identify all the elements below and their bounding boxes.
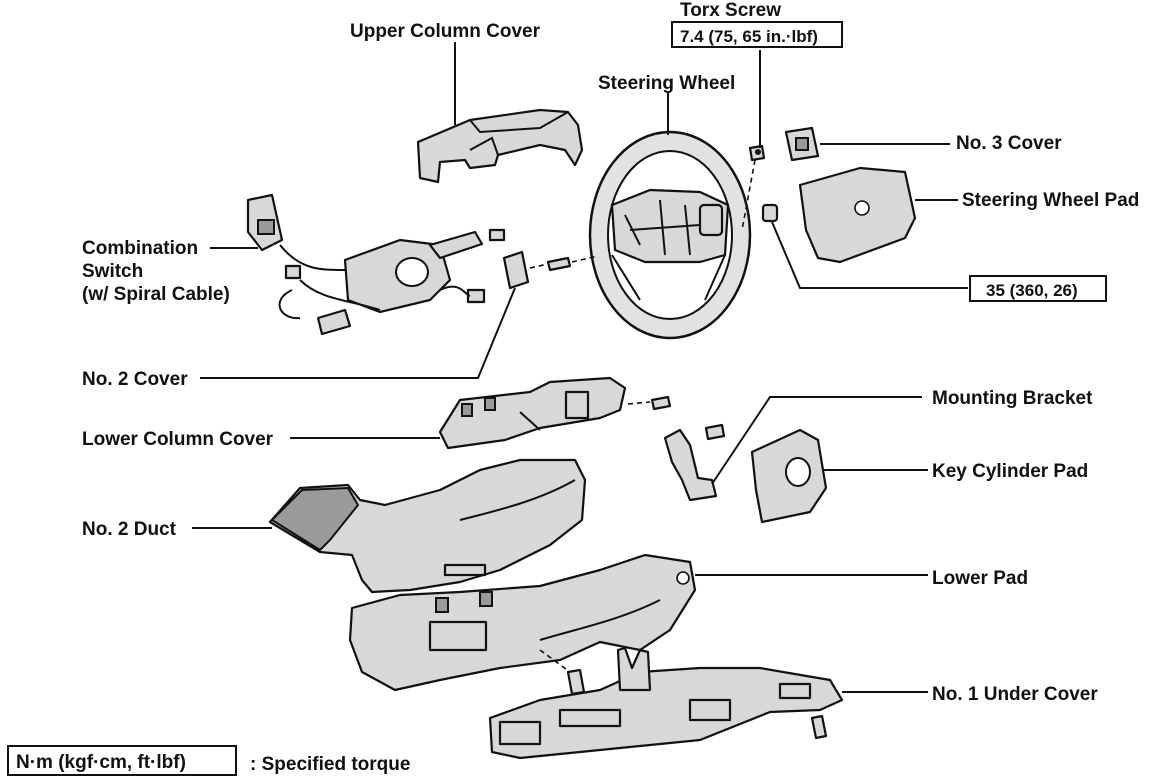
no1-under-cover-part	[488, 646, 844, 760]
mounting-bracket-part	[663, 428, 718, 502]
no2-cover-part	[502, 250, 530, 290]
no1-under-cover-label: No. 1 Under Cover	[932, 684, 1098, 705]
legend-units: N·m (kgf·cm, ft·lbf)	[16, 752, 186, 773]
no2-duct-label: No. 2 Duct	[82, 519, 177, 540]
steering-wheel-label: Steering Wheel	[598, 73, 735, 94]
torx-torque-box: 7.4 (75, 65 in.·lbf)	[671, 21, 843, 48]
torx-torque-label: 7.4 (75, 65 in.·lbf)	[680, 27, 818, 46]
no2-cover-label: No. 2 Cover	[82, 369, 188, 390]
upper-column-cover-part	[416, 108, 584, 184]
screw-part	[546, 256, 572, 272]
torx-screw-part	[748, 144, 766, 162]
no3-cover-part	[784, 126, 820, 162]
lower-pad-part	[348, 553, 697, 692]
upper-column-cover-label: Upper Column Cover	[350, 21, 541, 42]
key-cylinder-pad-label: Key Cylinder Pad	[932, 461, 1088, 482]
combination-switch-label-line1: Combination	[82, 238, 198, 259]
legend: N·m (kgf·cm, ft·lbf) : Specified torque	[7, 745, 410, 776]
steering-wheel-pad-part	[798, 166, 917, 264]
combination-switch-label-line3: (w/ Spiral Cable)	[82, 284, 230, 305]
no3-cover-label: No. 3 Cover	[956, 133, 1062, 154]
bracket-screw-part	[650, 395, 726, 441]
pad-torque-box: 35 (360, 26)	[969, 275, 1107, 302]
steering-wheel-part	[588, 130, 752, 340]
pad-torque-label: 35 (360, 26)	[986, 281, 1078, 300]
pad-nut-part	[761, 203, 779, 223]
no2-duct-part	[268, 458, 587, 594]
legend-description: : Specified torque	[250, 754, 410, 775]
mounting-bracket-label: Mounting Bracket	[932, 388, 1093, 409]
key-cylinder-pad-part	[750, 428, 828, 524]
combination-switch-label-line2: Switch	[82, 261, 143, 282]
leader-lines	[192, 42, 968, 693]
combination-switch-part	[246, 193, 506, 336]
lower-pad-label: Lower Pad	[932, 568, 1028, 589]
steering-wheel-pad-label: Steering Wheel Pad	[962, 190, 1139, 211]
torx-screw-label: Torx Screw	[680, 0, 781, 21]
lower-column-cover-part	[438, 376, 627, 450]
lower-column-cover-label: Lower Column Cover	[82, 429, 274, 450]
